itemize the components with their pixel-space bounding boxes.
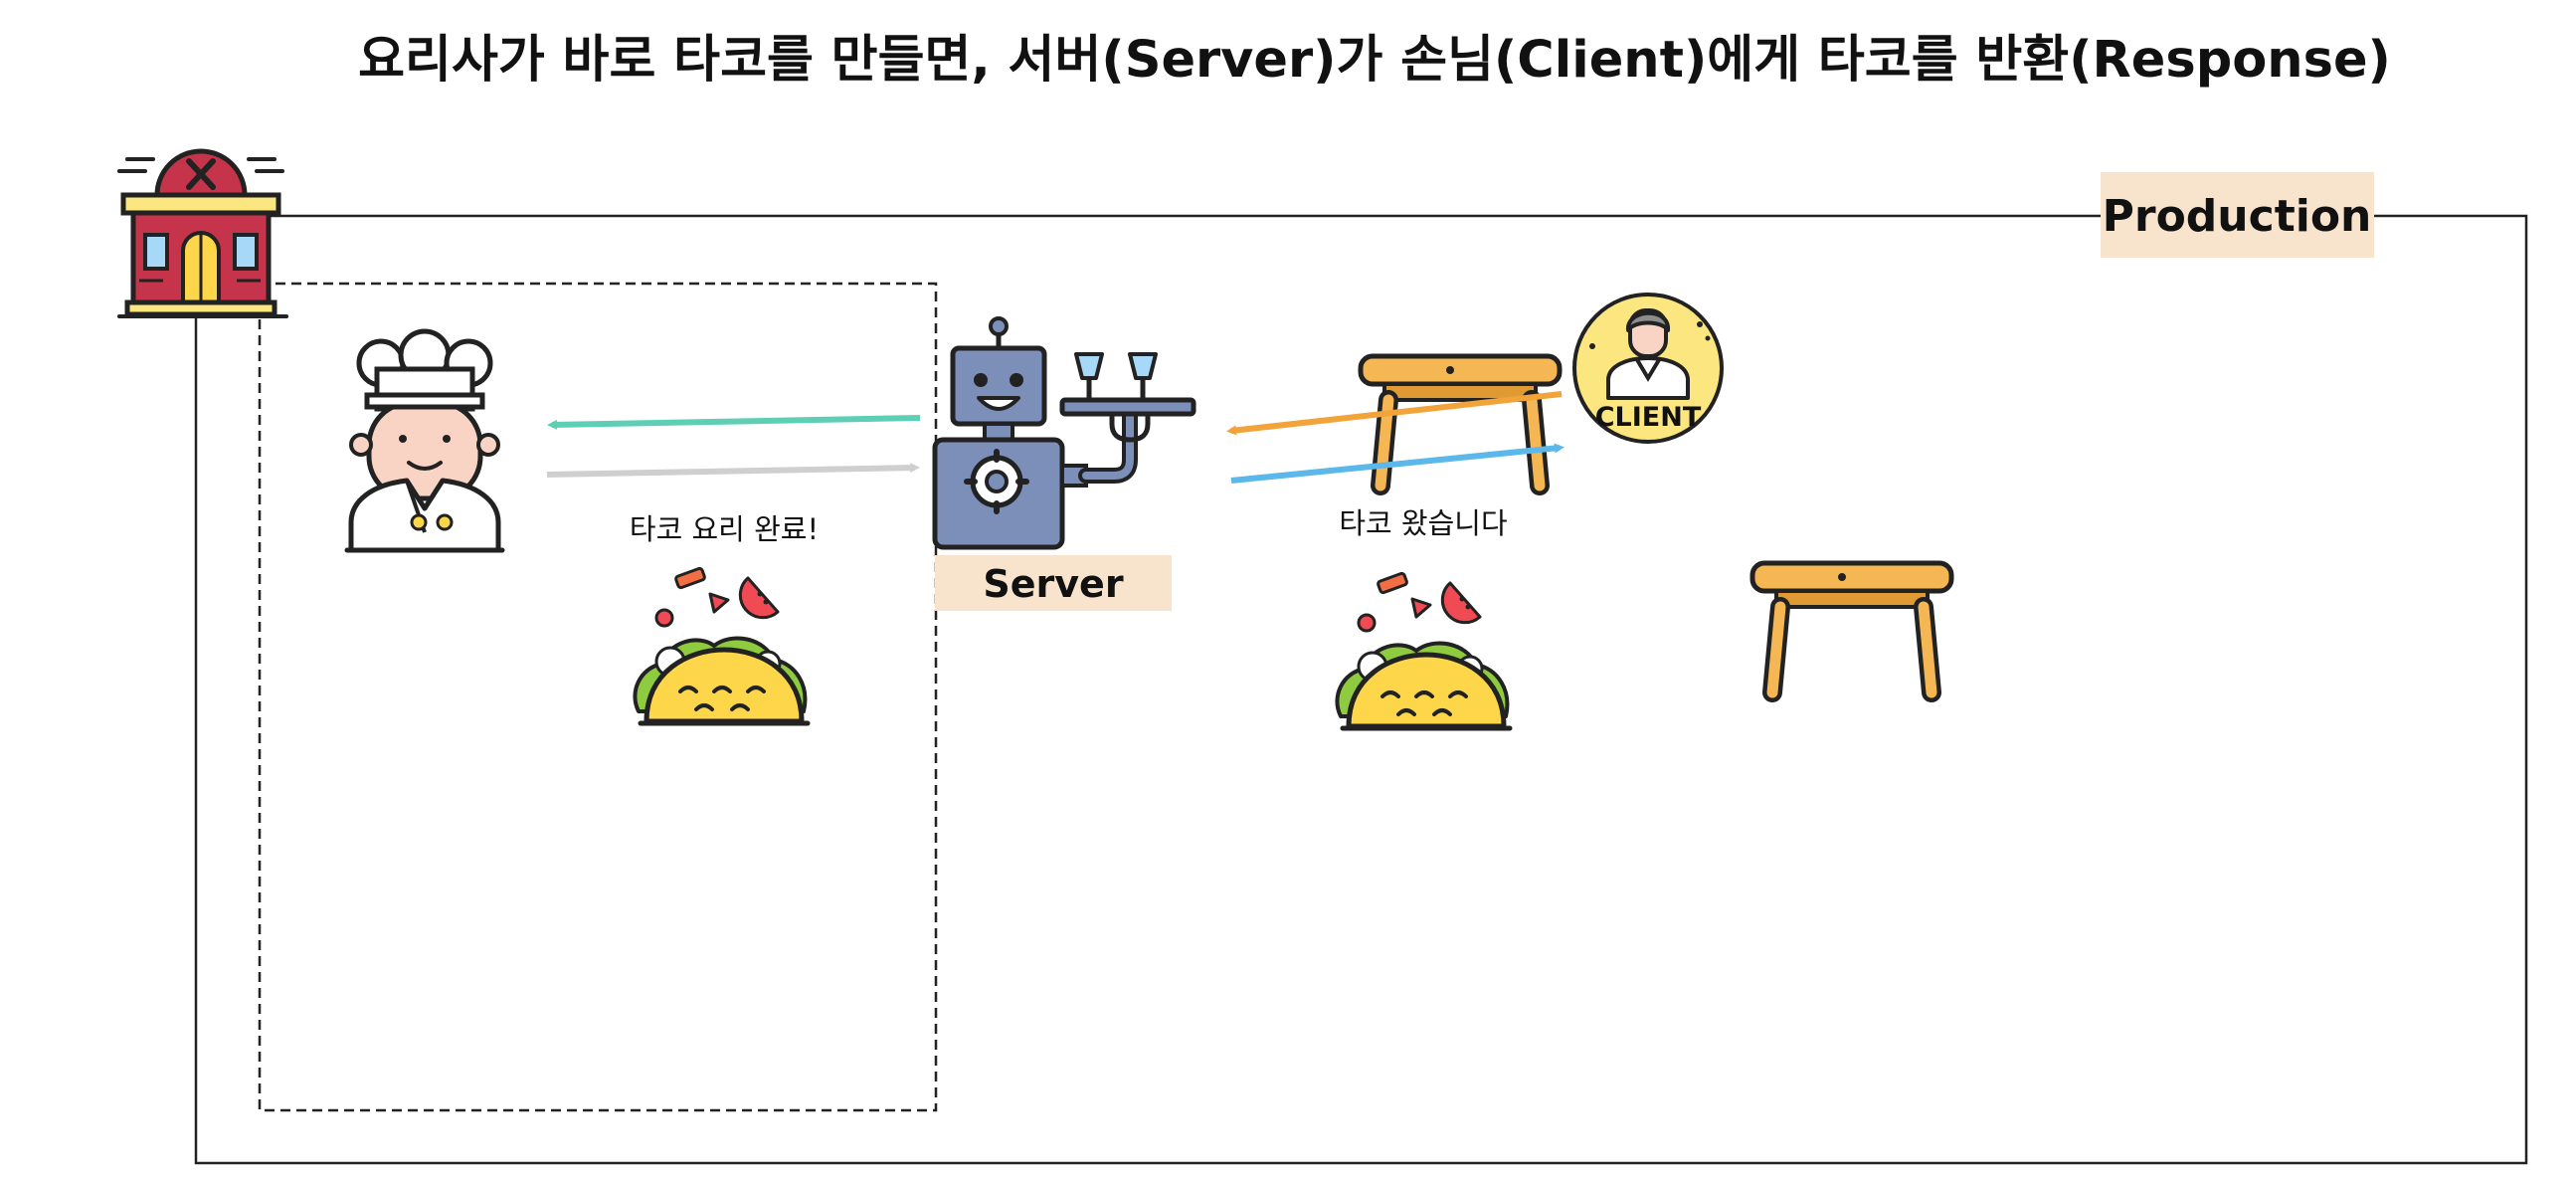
arrow-taco-to-server [546,463,920,478]
caption-chef: 타코 요리 완료! [630,512,819,546]
kitchen-frame [258,282,938,1112]
server-label-text: Server [983,562,1123,606]
arrow-order-to-server [1226,391,1563,436]
taco-icon-client [1337,573,1510,728]
table-icon-empty [1752,563,1951,692]
robot-server-icon [932,316,1196,550]
taco-icon-kitchen [635,568,808,723]
production-label: Production [2101,172,2374,258]
client-badge-text: CLIENT [1595,402,1702,433]
arrow-request-to-chef [547,415,921,430]
server-label: Server [935,555,1172,611]
production-label-text: Production [2103,191,2372,242]
diagram-title: 요리사가 바로 타코를 만들면, 서버(Server)가 손님(Client)에… [358,31,2391,90]
chef-icon [344,328,505,553]
client-icon: CLIENT [1572,293,1724,444]
caption-client: 타코 왔습니다 [1339,506,1507,540]
production-frame [194,214,2528,1165]
restaurant-icon [117,148,288,318]
arrow-response-to-client [1230,443,1564,484]
